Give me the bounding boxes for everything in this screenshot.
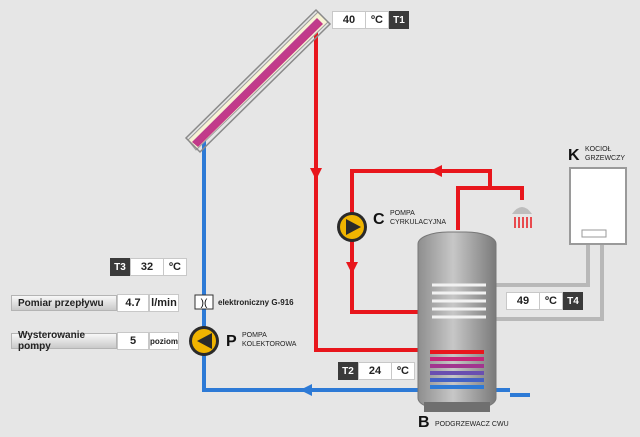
flow-value: 4.7 xyxy=(117,294,149,312)
flow-unit: l/min xyxy=(149,294,179,312)
circulation-pump-letter: C xyxy=(373,211,385,228)
boiler-pipes xyxy=(488,243,604,321)
sensor-t1-value: 40 xyxy=(332,11,366,29)
sensor-t2-tag: T2 xyxy=(338,362,358,380)
hot-pipe xyxy=(314,20,420,352)
boiler-label-1: KOCIOŁ xyxy=(585,146,612,153)
sensor-t1-tag: T1 xyxy=(389,11,409,29)
sensor-t4: 49 ºC T4 xyxy=(506,292,583,310)
tank-label: PODGRZEWACZ CWU xyxy=(435,421,509,428)
collector-pump-letter: P xyxy=(226,333,237,350)
pump-level-unit: poziom xyxy=(149,332,179,350)
sensor-t2-unit: ºC xyxy=(392,362,415,380)
circulation-pump-label-1: POMPA xyxy=(390,210,415,217)
sensor-t3-tag: T3 xyxy=(110,258,130,276)
sensor-t4-unit: ºC xyxy=(540,292,563,310)
cold-pipe xyxy=(202,140,530,397)
collector-pump-label-2: KOLEKTOROWA xyxy=(242,341,297,348)
solar-collector xyxy=(184,8,332,154)
sensor-t2: T2 24 ºC xyxy=(338,362,415,380)
circulation-arrow-top xyxy=(430,165,442,177)
pump-level-label: Wysterowanie pompy xyxy=(11,330,117,352)
sensor-t1-unit: ºC xyxy=(366,11,389,29)
tank-heat-coil xyxy=(432,283,486,319)
sensor-t1: 40 ºC T1 xyxy=(332,11,409,29)
sensor-t2-value: 24 xyxy=(358,362,392,380)
boiler-label-2: GRZEWCZY xyxy=(585,155,626,162)
svg-text:)(: )( xyxy=(201,298,208,309)
sensor-t3-unit: ºC xyxy=(164,258,187,276)
circulation-pump-label-2: CYRKULACYJNA xyxy=(390,219,447,226)
shower-icon xyxy=(512,207,532,228)
sensor-t4-tag: T4 xyxy=(563,292,583,310)
cold-flow-arrow xyxy=(300,384,312,396)
tank-letter: B xyxy=(418,414,430,431)
circulation-loop xyxy=(350,169,524,314)
sensor-t3: T3 32 ºC xyxy=(110,258,187,276)
flowmeter-label: elektroniczny G-916 xyxy=(218,298,294,307)
circulation-arrow-down xyxy=(346,262,358,274)
collector-pump-icon[interactable] xyxy=(189,326,219,356)
boiler-letter: K xyxy=(568,147,580,164)
sensor-t4-value: 49 xyxy=(506,292,540,310)
flowmeter-icon: )( xyxy=(194,294,214,310)
pump-level-value: 5 xyxy=(117,332,149,350)
tank xyxy=(417,231,497,412)
tank-solar-coil xyxy=(430,350,484,389)
boiler-unit xyxy=(569,167,627,245)
collector-pump-label-1: POMPA xyxy=(242,332,267,339)
flow-label: Pomiar przepływu xyxy=(11,295,117,311)
sensor-t3-value: 32 xyxy=(130,258,164,276)
circulation-pump-icon[interactable] xyxy=(337,212,367,242)
hot-flow-arrow xyxy=(310,168,322,180)
